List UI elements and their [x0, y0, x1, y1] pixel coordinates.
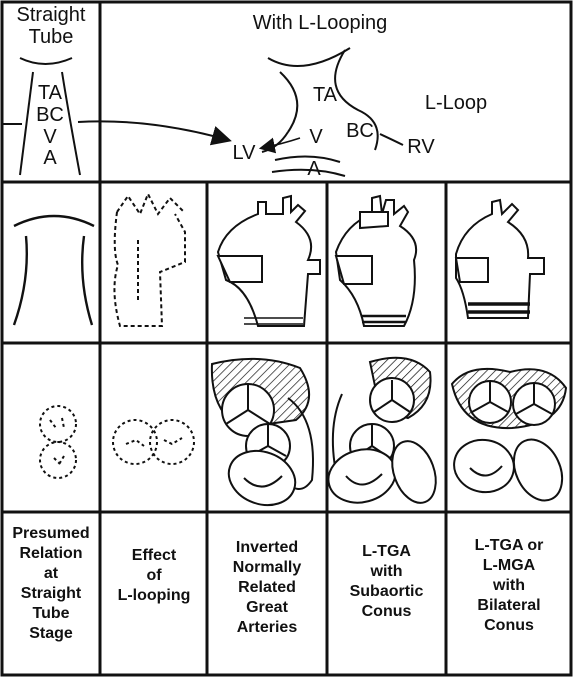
looped-segment-label: LV [232, 142, 256, 164]
caption-line: at [43, 565, 59, 582]
caption-line: Straight [20, 585, 82, 602]
looping-stage-outflow [113, 191, 186, 327]
lv-arrow [258, 137, 301, 154]
caption-inverted-normal: Inverted Normally Related Great Arteries [209, 538, 325, 638]
looped-segment-label: A [307, 158, 321, 180]
tube-segment-label: TA [37, 82, 63, 104]
caption-line: Related [238, 579, 296, 596]
caption-line: with [493, 577, 525, 594]
caption-subaortic-conus: L-TGA with Subaortic Conus [329, 542, 444, 622]
caption-bilateral-conus: L-TGA or L-MGA with Bilateral Conus [448, 536, 570, 636]
bilateral-conus-valves [450, 367, 568, 502]
inverted-normal-valves [210, 357, 314, 507]
caption-line: Relation [19, 545, 83, 562]
caption-line: Great [246, 599, 288, 616]
caption-line: L-TGA [362, 543, 411, 560]
looped-segment-label: RV [407, 136, 435, 158]
straight-tube-title-line: Straight [16, 4, 86, 26]
caption-line: Tube [32, 605, 70, 622]
caption-line: L-MGA [482, 557, 536, 574]
tube-segment-label: A [43, 147, 57, 169]
tube-segment-label: BC [36, 104, 64, 126]
caption-line: Conus [361, 603, 412, 620]
caption-line: Normally [232, 559, 302, 576]
bilateral-conus-outflow [454, 198, 545, 319]
caption-line: Inverted [235, 539, 299, 556]
caption-l-looping: Effect of L-looping [102, 546, 206, 606]
caption-line: with [370, 563, 403, 580]
caption-line: Presumed [12, 525, 90, 542]
inverted-normal-outflow [216, 194, 321, 327]
caption-tube-stage: Presumed Relation at Straight Tube Stage [4, 524, 98, 644]
caption-line: Bilateral [477, 597, 541, 614]
subaortic-conus-outflow [334, 194, 418, 327]
caption-line: Conus [484, 617, 534, 634]
loop-label: L-Loop [424, 92, 488, 114]
straight-tube-title: Straight Tube [6, 4, 96, 48]
caption-line: Effect [131, 547, 177, 564]
caption-line: L-looping [117, 587, 191, 604]
looped-segment-label: BC [346, 120, 374, 142]
tube-stage-outflow [12, 214, 95, 326]
caption-line: of [146, 567, 162, 584]
subaortic-conus-valves [327, 356, 437, 504]
looped-segment-label: V [309, 126, 323, 148]
caption-line: Arteries [236, 619, 298, 636]
looped-segment-label: TA [312, 84, 338, 106]
straight-tube-outline [2, 57, 81, 176]
straight-tube-title-line: Tube [28, 26, 74, 48]
loop-transition-arrow [77, 120, 232, 146]
caption-line: Stage [29, 625, 73, 642]
caption-line: Subaortic [349, 583, 424, 600]
caption-line: L-TGA or [474, 537, 544, 554]
tube-stage-valves [39, 405, 77, 479]
looping-title: With L-Looping [252, 12, 388, 34]
looped-heart-outline [261, 47, 404, 177]
looping-stage-valves [112, 419, 195, 465]
tube-segment-label: V [43, 126, 57, 148]
